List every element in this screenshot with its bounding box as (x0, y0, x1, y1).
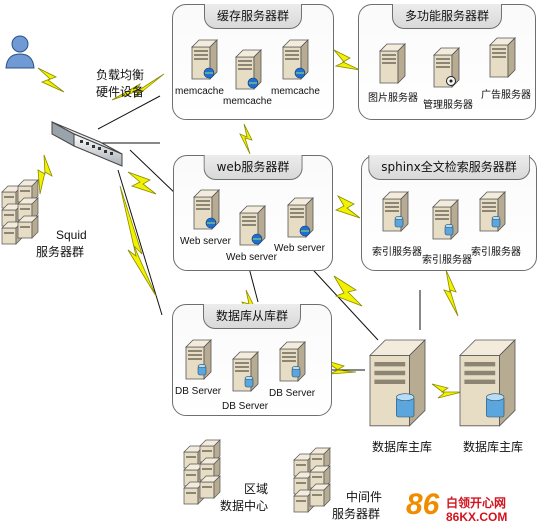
link-line-web-master (302, 258, 379, 341)
load-balancer-label-line1: 负载均衡 (96, 68, 145, 82)
web-server-icon-1 (193, 189, 220, 230)
multi-server-label-ad: 广告服务器 (481, 90, 531, 101)
sphinx-server-icon-1 (382, 191, 409, 232)
multi-server-label-admin: 管理服务器 (423, 100, 473, 111)
sphinx-server-icon-2 (432, 199, 459, 240)
watermark-number: 86 (406, 488, 440, 521)
region-label-line2: 数据中心 (220, 499, 269, 513)
region-datacenter-stack-icon (183, 439, 221, 505)
ad-server-icon (489, 37, 516, 78)
sphinx-group-title: sphinx全文检索服务器群 (368, 155, 530, 180)
web-server-label-3: Web server (274, 243, 325, 254)
sphinx-server-label-1: 索引服务器 (372, 247, 422, 258)
web-server-label-1: Web server (180, 236, 231, 247)
bolt-lb-web (127, 171, 157, 195)
bolt-lb-cache (111, 73, 165, 101)
cache-server-icon-2 (235, 49, 262, 90)
db-slave-label-3: DB Server (269, 388, 316, 399)
middleware-label-line2: 服务器群 (332, 507, 381, 521)
dbslave-group-title: 数据库从库群 (202, 304, 302, 329)
web-server-icon-3 (287, 197, 314, 238)
squid-server-stack-icon (1, 179, 39, 245)
master-db-label-left: 数据库主库 (372, 440, 433, 454)
cache-server-label-3: memcache (271, 86, 320, 97)
bolt-user (37, 67, 65, 93)
multi-server-label-image: 图片服务器 (368, 93, 418, 104)
bolt-cache-web (239, 123, 253, 155)
load-balancer-label-line2: 硬件设备 (96, 85, 145, 99)
bolt-db-master (323, 359, 357, 375)
master-db-icon-left (369, 339, 426, 427)
watermark-cn-text: 白领开心网 (446, 496, 507, 510)
squid-label-line2: 服务器群 (36, 245, 85, 259)
middleware-server-stack-icon (293, 447, 331, 513)
cache-group-title: 缓存服务器群 (203, 4, 303, 29)
web-server-label-2: Web server (226, 252, 277, 263)
load-balancer-device-icon (51, 121, 123, 167)
cache-server-label-1: memcache (175, 86, 224, 97)
bolt-web-sphinx (334, 195, 361, 219)
db-slave-icon-3 (279, 341, 306, 382)
db-slave-label-1: DB Server (175, 386, 222, 397)
bolt-squid (37, 154, 53, 195)
watermark-url: 86KX.COM (446, 510, 508, 524)
bolt-web-master (333, 275, 363, 307)
user-icon (5, 35, 35, 69)
bolt-sphinx-master (443, 269, 459, 317)
cache-server-label-2: memcache (223, 96, 272, 107)
admin-server-icon (433, 47, 460, 88)
sphinx-server-label-3: 索引服务器 (471, 247, 521, 258)
sphinx-server-label-2: 索引服务器 (422, 255, 472, 266)
db-slave-label-2: DB Server (222, 401, 269, 412)
squid-label-line1: Squid (56, 228, 87, 242)
master-db-icon-right (459, 339, 516, 427)
bolt-lb-db (119, 185, 157, 297)
cache-server-icon-1 (191, 39, 218, 80)
master-db-label-right: 数据库主库 (463, 440, 524, 454)
db-slave-icon-1 (185, 339, 212, 380)
link-line-lb-web (129, 149, 179, 197)
link-line-lb-db (117, 169, 163, 316)
web-server-icon-2 (239, 205, 266, 246)
db-slave-icon-2 (232, 351, 259, 392)
multi-group-title: 多功能服务器群 (391, 4, 503, 29)
image-server-icon (379, 43, 406, 84)
link-line-lb-cache (97, 95, 161, 130)
web-group-title: web服务器群 (203, 155, 303, 180)
region-label-line1: 区域 (244, 482, 269, 496)
cache-server-icon-3 (282, 39, 309, 80)
middleware-label-line1: 中间件 (346, 490, 383, 504)
sphinx-server-icon-3 (479, 191, 506, 232)
